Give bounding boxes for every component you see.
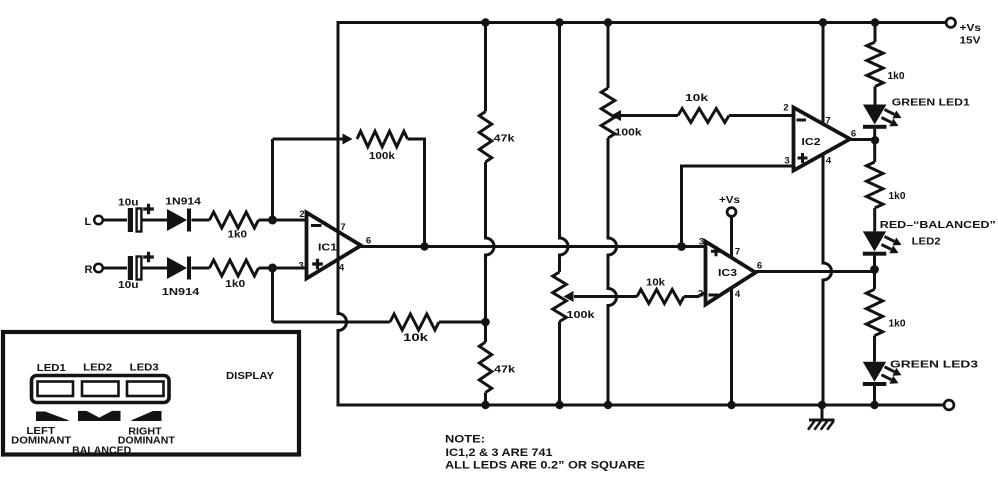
svg-text:DISPLAY: DISPLAY	[226, 370, 274, 382]
svg-text:47k: 47k	[494, 364, 515, 376]
svg-text:LED2: LED2	[83, 363, 112, 374]
svg-text:IC1,2 & 3 ARE 741: IC1,2 & 3 ARE 741	[446, 447, 553, 459]
svg-text:LEFT: LEFT	[26, 426, 55, 437]
svg-text:1k0: 1k0	[225, 278, 245, 290]
svg-text:ALL LEDS ARE 0.2” OR SQUARE: ALL LEDS ARE 0.2” OR SQUARE	[445, 460, 645, 472]
svg-text:1k0: 1k0	[888, 70, 905, 82]
svg-text:1k0: 1k0	[228, 229, 248, 241]
svg-text:10u: 10u	[118, 279, 139, 291]
svg-text:LED2: LED2	[912, 236, 941, 248]
svg-text:DOMINANT: DOMINANT	[11, 436, 71, 447]
svg-text:10k: 10k	[685, 92, 708, 104]
svg-text:4: 4	[339, 263, 345, 274]
svg-text:15V: 15V	[960, 34, 981, 46]
svg-text:6: 6	[757, 261, 762, 272]
svg-text:100k: 100k	[567, 309, 595, 321]
svg-text:1N914: 1N914	[165, 196, 201, 208]
svg-text:2: 2	[783, 103, 788, 114]
svg-text:BALANCED: BALANCED	[72, 446, 131, 457]
svg-text:1k0: 1k0	[889, 190, 906, 202]
svg-text:LED1: LED1	[37, 363, 66, 374]
svg-text:GREEN LED1: GREEN LED1	[892, 97, 970, 109]
svg-text:1k0: 1k0	[889, 318, 906, 330]
svg-text:IC3: IC3	[718, 268, 738, 279]
svg-text:RIGHT: RIGHT	[128, 426, 162, 437]
svg-text:L: L	[85, 216, 92, 228]
svg-text:GREEN LED3: GREEN LED3	[890, 359, 978, 371]
svg-text:NOTE:: NOTE:	[445, 434, 485, 446]
svg-text:7: 7	[825, 116, 830, 127]
svg-text:+Vs: +Vs	[960, 22, 982, 34]
svg-text:10k: 10k	[403, 332, 429, 344]
svg-text:+Vs: +Vs	[719, 195, 741, 206]
svg-text:RED–“BALANCED”: RED–“BALANCED”	[880, 219, 996, 231]
svg-text:LED3: LED3	[130, 363, 159, 374]
svg-text:IC2: IC2	[802, 137, 822, 148]
svg-text:3: 3	[298, 261, 303, 272]
svg-text:10k: 10k	[646, 277, 665, 289]
svg-text:7: 7	[735, 247, 740, 258]
svg-text:6: 6	[851, 129, 856, 140]
svg-text:2: 2	[299, 209, 304, 220]
svg-text:6: 6	[366, 236, 371, 247]
svg-text:47k: 47k	[494, 133, 515, 145]
svg-text:2: 2	[698, 289, 703, 300]
svg-text:4: 4	[735, 289, 741, 300]
svg-text:10u: 10u	[118, 197, 139, 209]
svg-text:IC1: IC1	[318, 243, 338, 254]
svg-text:4: 4	[826, 156, 832, 167]
svg-text:100k: 100k	[615, 127, 642, 139]
svg-text:3: 3	[699, 237, 704, 248]
svg-text:DOMINANT: DOMINANT	[118, 435, 175, 446]
svg-text:3: 3	[784, 156, 789, 167]
svg-text:100k: 100k	[369, 150, 395, 162]
svg-text:1N914: 1N914	[162, 286, 200, 298]
svg-text:7: 7	[340, 222, 345, 233]
svg-text:R: R	[85, 264, 93, 276]
